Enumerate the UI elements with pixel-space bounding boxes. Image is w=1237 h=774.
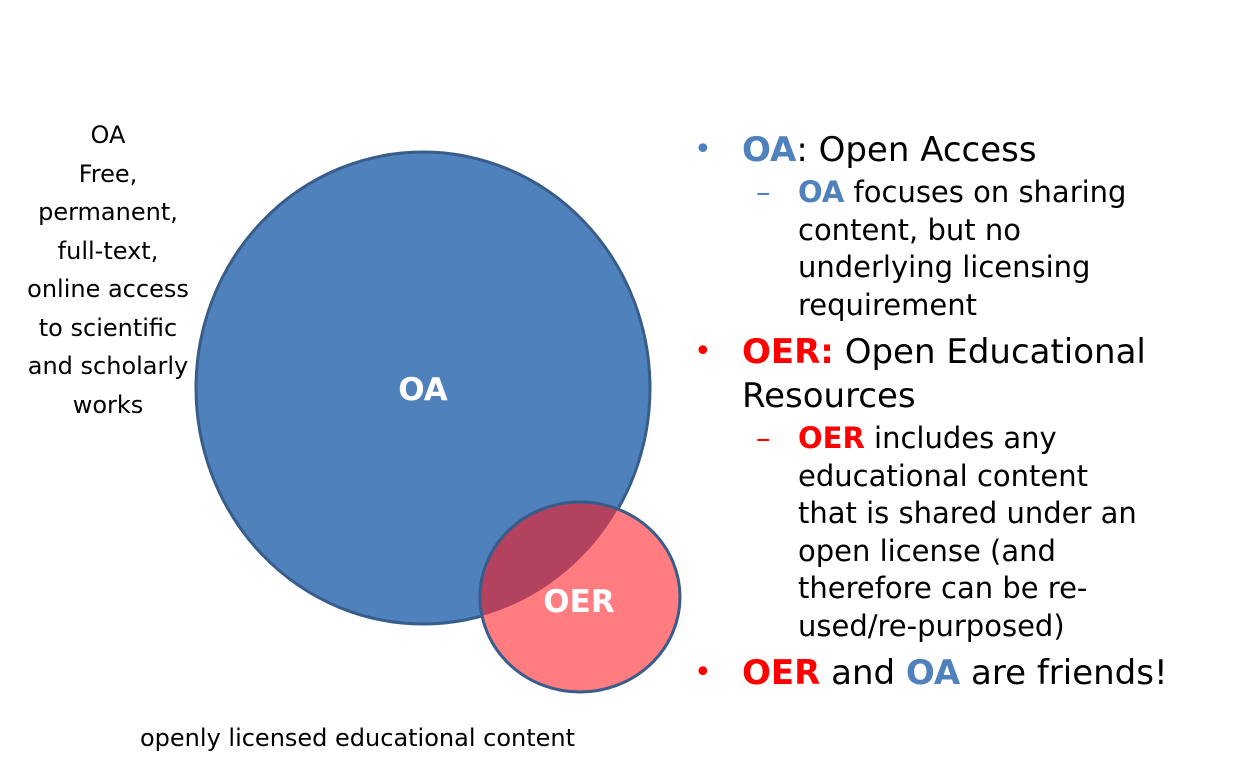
bullet-oa-line: OA: Open Access bbox=[742, 128, 1230, 172]
friends-text: are friends! bbox=[960, 653, 1168, 693]
oa-circle bbox=[194, 150, 652, 626]
bullet-dot-icon: • bbox=[694, 132, 712, 167]
sub-bullet-oa-line: OA focuses on sharing bbox=[798, 174, 1230, 212]
oer-definition: Open Educational bbox=[833, 332, 1146, 372]
bullet-dot-icon: • bbox=[694, 334, 712, 369]
sub-bullet-text: that is shared under an bbox=[798, 496, 1137, 530]
oa-description-line: Free, bbox=[78, 159, 138, 188]
oa-description-line: online access bbox=[27, 275, 189, 303]
oa-definition: : Open Access bbox=[796, 130, 1037, 170]
oa-description-line: to scientific bbox=[38, 313, 178, 342]
sub-bullet-text: includes any bbox=[864, 421, 1057, 455]
bullet-friends-line: OER and OA are friends! bbox=[742, 651, 1230, 695]
oer-definition: Resources bbox=[742, 376, 916, 416]
sub-bullet-text: focuses on sharing bbox=[844, 175, 1127, 209]
dash-icon: – bbox=[756, 175, 771, 209]
oa-description: OA Free, permanent, full-text, online ac… bbox=[10, 116, 206, 424]
oa-description-line: full-text, bbox=[57, 236, 159, 265]
oa-term: OA bbox=[905, 653, 961, 693]
sub-bullet-oa: – OA focuses on sharing content, but no … bbox=[690, 174, 1230, 324]
oa-description-line: OA bbox=[90, 121, 126, 149]
venn-diagram: OA OER bbox=[194, 150, 682, 694]
bullet-oer-line: OER: Open Educational bbox=[742, 330, 1230, 374]
oa-description-line: works bbox=[72, 390, 144, 419]
dash-icon: – bbox=[756, 421, 771, 455]
bullet-dot-icon: • bbox=[694, 655, 712, 690]
sub-bullet-text: content, but no bbox=[798, 212, 1021, 247]
bullet-oer: • OER: Open Educational Resources bbox=[690, 330, 1230, 418]
oer-term: OER bbox=[798, 421, 865, 455]
oa-term: OA bbox=[798, 175, 845, 209]
oer-caption: openly licensed educational content bbox=[140, 724, 576, 752]
oa-description-line: and scholarly bbox=[27, 352, 189, 380]
sub-bullet-text: open license (and bbox=[798, 533, 1056, 568]
sub-bullet-text: requirement bbox=[798, 287, 977, 322]
sub-bullet-text: used/re-purposed) bbox=[798, 608, 1065, 643]
friends-text: and bbox=[820, 653, 906, 693]
sub-bullet-text: educational content bbox=[798, 458, 1088, 493]
sub-bullet-text: underlying licensing bbox=[798, 250, 1091, 284]
oa-term: OA bbox=[742, 130, 797, 170]
bullet-friends: • OER and OA are friends! bbox=[690, 651, 1230, 695]
oer-circle-label: OER bbox=[543, 584, 615, 620]
oa-description-line: permanent, bbox=[38, 198, 178, 226]
sub-bullet-text: therefore can be re- bbox=[798, 571, 1088, 605]
oer-term: OER: bbox=[742, 332, 834, 372]
bullet-list: • OA: Open Access – OA focuses on sharin… bbox=[690, 128, 1230, 697]
sub-bullet-oer: – OER includes any educational content t… bbox=[690, 420, 1230, 645]
oer-term: OER bbox=[742, 653, 821, 693]
bullet-oa: • OA: Open Access bbox=[690, 128, 1230, 172]
sub-bullet-oer-line: OER includes any bbox=[798, 420, 1230, 458]
oa-circle-label: OA bbox=[398, 372, 448, 408]
